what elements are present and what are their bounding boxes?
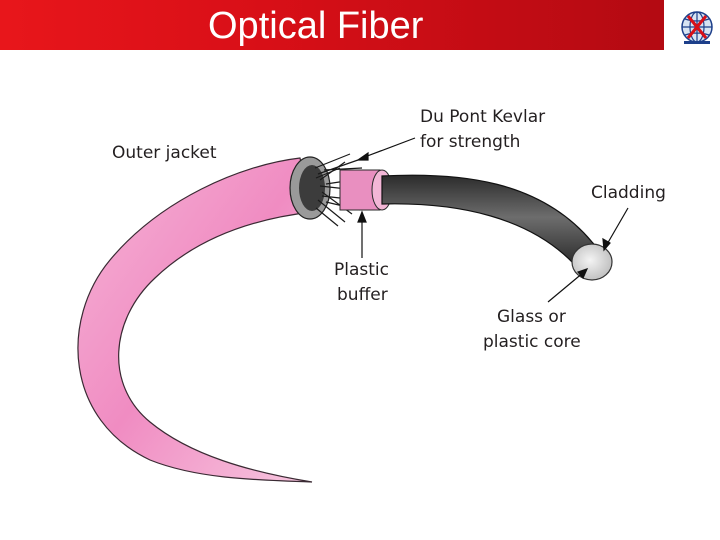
label-core-line2: plastic core xyxy=(483,332,581,352)
slide-title: Optical Fiber xyxy=(208,5,424,47)
core-end-face xyxy=(571,243,613,281)
outer-jacket-shape xyxy=(77,157,313,483)
fiber-diagram: Outer jacket Du Pont Kevlar for strength… xyxy=(0,50,720,540)
label-buffer-line2: buffer xyxy=(337,285,388,305)
globe-logo-icon xyxy=(678,8,716,46)
label-outer-jacket: Outer jacket xyxy=(112,143,217,163)
label-kevlar-line2: for strength xyxy=(420,132,521,152)
label-core-line1: Glass or xyxy=(497,307,566,327)
title-bar: Optical Fiber xyxy=(0,0,664,50)
label-cladding: Cladding xyxy=(591,183,666,203)
label-kevlar-line1: Du Pont Kevlar xyxy=(420,107,546,127)
label-buffer-line1: Plastic xyxy=(334,260,389,280)
cladding-shape xyxy=(381,174,606,270)
